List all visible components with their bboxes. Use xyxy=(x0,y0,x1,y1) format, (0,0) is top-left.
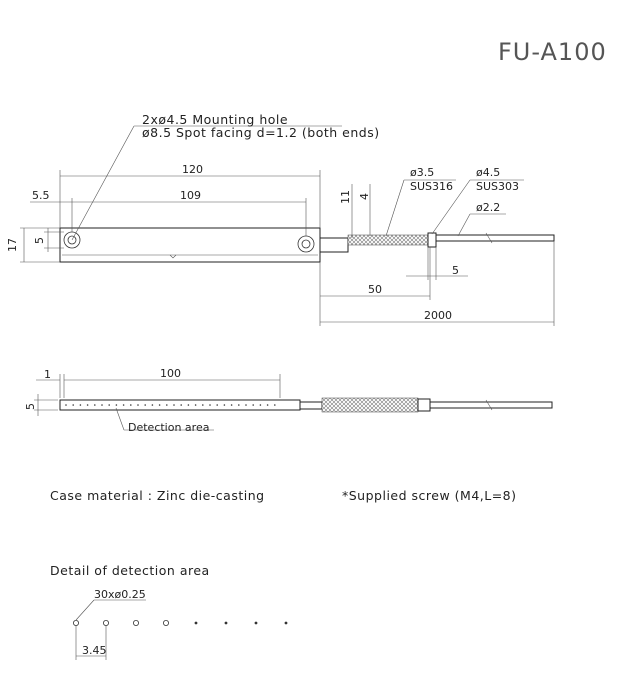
detection-hole xyxy=(245,404,247,406)
detection-hole xyxy=(79,404,82,406)
sleeve-end-side xyxy=(417,398,431,412)
callout-sleeve2-dia: ø4.5 xyxy=(476,166,500,179)
leader-sus303 xyxy=(431,179,471,235)
dim-11: 11 xyxy=(339,190,352,204)
sleeve-sus316-side xyxy=(299,401,323,410)
detection-hole xyxy=(158,404,161,406)
side-view: 1 100 5 Detection area xyxy=(24,367,553,434)
callout-sleeve2-mat: SUS303 xyxy=(476,180,519,193)
dim-5-5: 5.5 xyxy=(32,189,50,202)
sensor-body-side xyxy=(59,399,301,411)
detection-hole xyxy=(144,404,146,406)
detection-hole xyxy=(209,404,211,406)
callout-sleeve1-dia: ø3.5 xyxy=(410,166,434,179)
detection-hole xyxy=(202,404,204,406)
dim-side-1: 1 xyxy=(44,368,51,381)
detection-hole xyxy=(252,404,254,406)
leader-detection-area xyxy=(115,407,125,431)
detection-hole xyxy=(101,404,103,406)
dim-17: 17 xyxy=(6,238,19,252)
detail-hole xyxy=(73,620,80,627)
dim-side-5: 5 xyxy=(24,403,37,410)
detection-hole xyxy=(216,404,218,406)
callout-fiber-dia: ø2.2 xyxy=(476,201,500,214)
detection-hole xyxy=(194,404,197,406)
detail-hole xyxy=(254,621,258,625)
detection-hole xyxy=(137,404,139,406)
detection-hole xyxy=(130,404,132,406)
detail-hole xyxy=(162,620,169,627)
detection-hole xyxy=(259,404,262,406)
dim-2000: 2000 xyxy=(424,309,452,322)
detail-holes-label: 30xø0.25 xyxy=(94,588,146,601)
leader-sus316 xyxy=(385,179,405,237)
detection-hole xyxy=(166,404,168,406)
detection-hole xyxy=(238,404,240,406)
sleeve-end-top xyxy=(427,232,437,248)
sleeve-sus316-top xyxy=(319,237,349,253)
detection-hole xyxy=(187,404,190,406)
body-notch xyxy=(169,254,177,259)
cable-break-mark xyxy=(485,232,493,244)
detection-hole xyxy=(94,404,96,406)
dim-side-100: 100 xyxy=(160,367,181,380)
callout-sleeve1-mat: SUS316 xyxy=(410,180,453,193)
detection-hole xyxy=(151,404,154,406)
fiber-cable-side xyxy=(429,401,553,409)
note-supplied-screw: *Supplied screw (M4,L=8) xyxy=(342,488,517,503)
fiber-cable-top xyxy=(435,234,555,242)
detection-hole xyxy=(230,404,233,406)
detail-hole xyxy=(103,620,110,627)
detail-hole xyxy=(284,621,288,625)
dim-4: 4 xyxy=(358,193,371,200)
braided-sleeve-side xyxy=(321,397,419,413)
detection-hole xyxy=(65,404,67,406)
dim-109: 109 xyxy=(180,189,201,202)
detection-hole xyxy=(223,404,226,406)
detection-hole xyxy=(122,404,125,406)
detail-hole xyxy=(194,621,198,625)
dim-50: 50 xyxy=(368,283,382,296)
detection-hole xyxy=(72,404,74,406)
top-view: 120 109 5.5 17 5 11 4 5 50 xyxy=(6,112,555,326)
braided-sleeve-top xyxy=(347,234,431,246)
callout-spot-facing: ø8.5 Spot facing d=1.2 (both ends) xyxy=(142,125,380,140)
detection-hole xyxy=(274,404,276,406)
dim-120: 120 xyxy=(182,163,203,176)
callout-detection-area: Detection area xyxy=(128,421,209,434)
detail-heading: Detail of detection area xyxy=(50,563,210,578)
leader-detail-holes xyxy=(75,599,95,621)
detection-hole xyxy=(173,404,175,406)
detail-pitch-label: 3.45 xyxy=(82,644,107,657)
detection-hole xyxy=(180,404,182,406)
dim-sleeve-5: 5 xyxy=(452,264,459,277)
detail-hole xyxy=(224,621,228,625)
detection-hole xyxy=(266,404,269,406)
leader-mounting-hole xyxy=(71,125,135,241)
callout-mounting-hole: 2xø4.5 Mounting hole xyxy=(142,112,288,127)
sensor-body-top xyxy=(59,227,321,263)
detail-hole xyxy=(132,620,139,627)
detection-hole xyxy=(108,404,110,406)
detail-hole-row xyxy=(73,620,288,627)
detail-view: Detail of detection area 30xø0.25 3.45 xyxy=(50,563,288,660)
leader-fiber xyxy=(457,213,471,237)
drawing-title: FU-A100 xyxy=(498,38,607,66)
detection-hole xyxy=(86,404,89,406)
note-case-material: Case material : Zinc die-casting xyxy=(50,488,265,503)
detection-dots-side xyxy=(65,404,276,406)
dim-hole-5: 5 xyxy=(33,237,46,244)
detection-hole xyxy=(115,404,118,406)
